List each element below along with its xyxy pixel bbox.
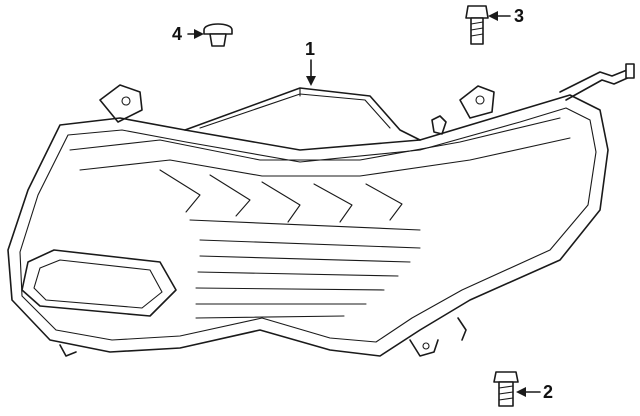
arrowhead-3 bbox=[488, 11, 498, 21]
callout-3: 3 bbox=[514, 6, 525, 26]
arrowhead-4 bbox=[194, 29, 204, 39]
arrowhead-1 bbox=[306, 76, 316, 86]
bolt-2 bbox=[493, 371, 519, 407]
arrowhead-2 bbox=[516, 387, 526, 397]
leader-lines bbox=[187, 11, 541, 397]
callout-1: 1 bbox=[305, 39, 316, 59]
headlamp-assembly bbox=[7, 63, 635, 357]
bolt-3 bbox=[465, 5, 489, 45]
callout-4: 4 bbox=[172, 24, 183, 44]
clip-4 bbox=[203, 23, 233, 47]
callout-2: 2 bbox=[543, 382, 554, 402]
